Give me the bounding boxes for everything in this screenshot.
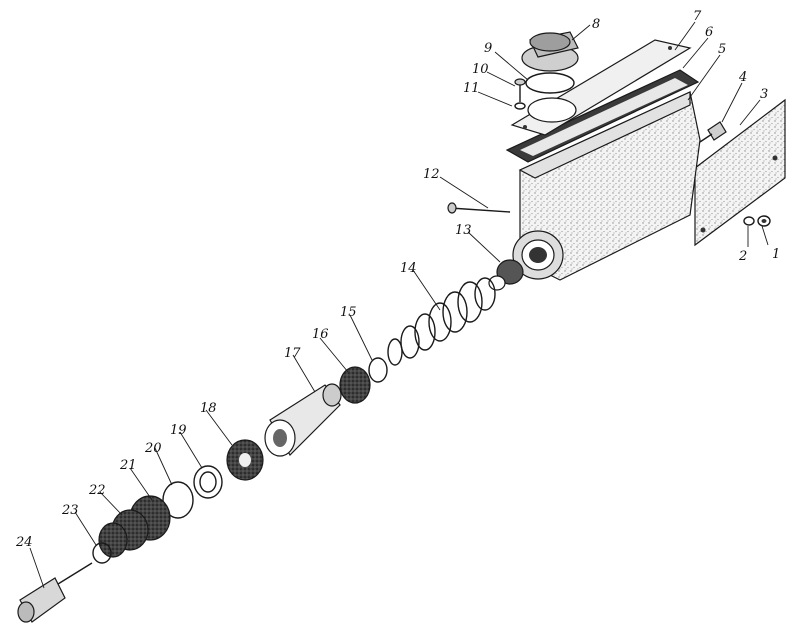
callout-24: 24 [15,535,33,550]
callout-18: 18 [200,401,217,416]
leader-lines [29,21,769,589]
part-spring-washer [514,102,526,110]
part-spring [387,277,496,366]
callout-22: 22 [88,483,106,498]
callout-15: 15 [340,305,357,320]
part-stop-washer [193,465,223,499]
callout-10: 10 [472,62,489,77]
callout-7: 7 [693,9,702,24]
callout-20: 20 [144,441,162,456]
callout-2: 2 [738,249,747,264]
callout-9: 9 [484,41,492,56]
part-lock-ring [162,481,194,519]
part-filler-cap [521,31,579,72]
callout-19: 19 [170,423,187,438]
part-primary-cup [339,366,371,404]
callout-12: 12 [423,167,440,182]
part-lid-plate [510,39,692,136]
part-washer [743,216,755,226]
callout-17: 17 [284,346,301,361]
part-boot [98,495,171,558]
part-nut [757,215,771,227]
part-valve [488,259,524,291]
callout-3: 3 [760,87,768,102]
callout-8: 8 [592,17,600,32]
callout-5: 5 [718,42,726,57]
callout-1: 1 [772,247,780,262]
part-ring [368,357,388,383]
part-piston [264,383,342,457]
part-clip [92,542,112,564]
part-cover-plate [694,98,786,247]
callout-labels: 1 2 3 4 5 6 7 8 9 10 11 12 13 14 15 16 1… [15,9,780,550]
part-screw [514,78,526,102]
callout-6: 6 [705,25,713,40]
part-secondary-cup [226,439,264,481]
part-pin [447,202,511,214]
part-cap-gasket [525,72,575,94]
part-bolt [699,121,727,143]
part-housing [512,91,701,281]
part-pushrod [17,562,93,623]
callout-14: 14 [400,261,417,276]
callout-13: 13 [455,223,472,238]
callout-11: 11 [463,81,480,96]
part-gasket [505,69,700,163]
callout-16: 16 [312,327,329,342]
callout-21: 21 [119,458,137,473]
callout-4: 4 [738,70,747,85]
callout-23: 23 [61,503,79,518]
